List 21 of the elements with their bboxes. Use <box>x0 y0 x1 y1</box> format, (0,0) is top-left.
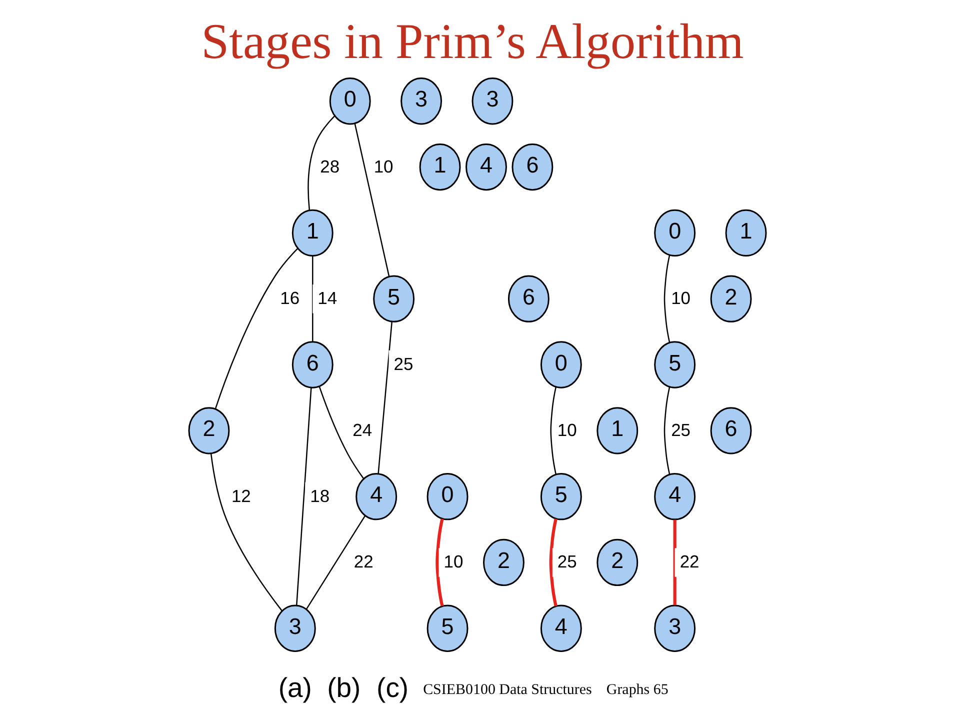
edge-label: 28 <box>320 156 340 176</box>
edge-label: 22 <box>354 552 374 572</box>
edge-label: 10 <box>671 288 691 308</box>
edge-label: 22 <box>680 552 700 572</box>
edge-label: 18 <box>310 486 330 506</box>
edge-label: 10 <box>374 156 394 176</box>
label: (a) <box>278 672 312 704</box>
edge-label: 14 <box>318 288 338 308</box>
label: (c) <box>376 672 409 704</box>
edge-label: 16 <box>280 288 300 308</box>
edge-label: 10 <box>557 420 577 440</box>
edge-label: 25 <box>671 420 691 440</box>
edge-label: 12 <box>231 486 251 506</box>
diagram-title: Stages in Prim’s Algorithm <box>201 13 744 70</box>
label: (b) <box>327 672 361 704</box>
edge-label: 25 <box>394 354 414 374</box>
label: Graphs 65 <box>606 682 668 698</box>
edge-label: 25 <box>557 552 577 572</box>
edge-label: 24 <box>352 420 372 440</box>
label: CSIEB0100 Data Structures <box>423 682 592 698</box>
edge-label: 10 <box>444 552 464 572</box>
